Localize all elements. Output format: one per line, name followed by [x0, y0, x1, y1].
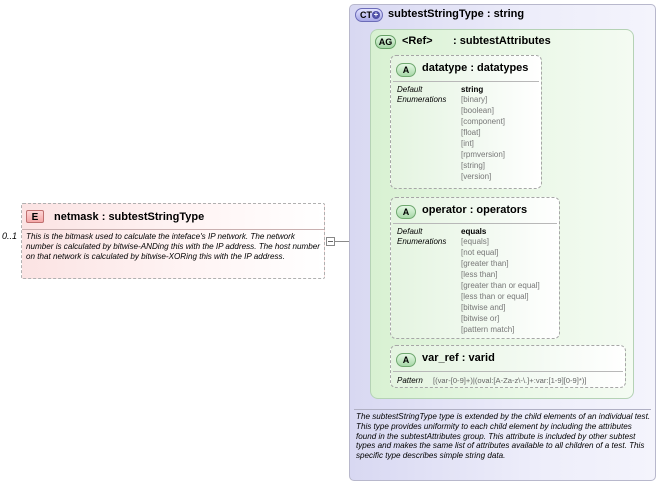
complex-type-badge-text: CT [360, 10, 372, 20]
attribute-type: operators [476, 204, 528, 216]
complex-type-title: subtestStringType : string [388, 8, 524, 20]
attribute-name: datatype [422, 62, 468, 74]
enumerations-label: Enumerations [397, 237, 447, 246]
element-type-separator: : [101, 210, 109, 223]
attribute-name: operator [422, 204, 467, 216]
enumeration-item: [component] [461, 117, 506, 126]
expand-plus-icon: + [372, 10, 380, 19]
attribute-divider [393, 223, 557, 224]
complex-type-box[interactable]: CT + subtestStringType : string AG <Ref>… [349, 4, 656, 481]
pattern-value: [(var-[0-9]+)|(oval:[A-Za-z\-\.]+:var:[1… [433, 376, 587, 385]
attribute-title: operator : operators [422, 204, 527, 216]
attribute-name: var_ref [422, 352, 459, 364]
element-header: E netmask : subtestStringType [26, 209, 204, 224]
attribute-badge-icon: A [396, 205, 416, 219]
enumeration-item: [float] [461, 128, 481, 137]
default-label: Default [397, 227, 423, 236]
complex-type-divider [354, 409, 651, 410]
attribute-badge-icon: A [396, 353, 416, 367]
enumeration-item: [version] [461, 172, 492, 181]
attribute-group-badge-icon: AG [375, 35, 396, 49]
enumeration-item: [string] [461, 161, 486, 170]
enumeration-item: [greater than] [461, 259, 509, 268]
attribute-type-separator: : [469, 204, 477, 216]
enumeration-item: [int] [461, 139, 474, 148]
element-name: netmask [54, 210, 99, 223]
enumeration-item: [bitwise or] [461, 314, 500, 323]
default-value: equals [461, 227, 487, 236]
default-value: string [461, 85, 484, 94]
attribute-divider [393, 371, 623, 372]
enumeration-list: [binary] [boolean] [component] [float] [… [461, 94, 505, 182]
enumeration-item: [less than] [461, 270, 498, 279]
enumeration-item: [equals] [461, 237, 490, 246]
netmask-element-box[interactable]: E netmask : subtestStringType This is th… [21, 203, 325, 279]
enumerations-label: Enumerations [397, 95, 447, 104]
element-type: subtestStringType [108, 210, 205, 223]
default-label: Default [397, 85, 423, 94]
attribute-title: datatype : datatypes [422, 62, 528, 74]
attribute-type: varid [468, 352, 495, 364]
enumeration-list: [equals] [not equal] [greater than] [les… [461, 236, 540, 335]
attribute-title: var_ref : varid [422, 352, 495, 364]
element-documentation: This is the bitmask used to calculate th… [26, 232, 320, 261]
element-title: netmask : subtestStringType [54, 211, 204, 223]
attribute-operator-box[interactable]: A operator : operators Default equals En… [390, 197, 560, 339]
collapse-toggle-icon[interactable] [326, 237, 335, 246]
occurrence-label: 0..1 [2, 231, 18, 241]
complex-type-badge-icon: CT + [355, 8, 383, 22]
attribute-group-name: subtestAttributes [459, 35, 551, 47]
complex-type-base: string [493, 8, 525, 20]
enumeration-item: [greater than or equal] [461, 281, 540, 290]
attribute-type-separator: : [461, 352, 469, 364]
element-badge-icon: E [26, 210, 44, 223]
complex-type-documentation: The subtestStringType type is extended b… [356, 412, 651, 461]
attribute-divider [393, 81, 539, 82]
attribute-group-box[interactable]: AG <Ref> : subtestAttributes A datatype … [370, 29, 634, 399]
attribute-badge-icon: A [396, 63, 416, 77]
enumeration-item: [not equal] [461, 248, 499, 257]
element-divider [22, 229, 324, 230]
attribute-datatype-box[interactable]: A datatype : datatypes Default string En… [390, 55, 542, 189]
pattern-label: Pattern [397, 376, 423, 385]
attribute-group-separator: : [453, 35, 460, 47]
complex-type-name: subtestStringType [388, 8, 484, 20]
complex-type-separator: : [486, 8, 494, 20]
enumeration-item: [less than or equal] [461, 292, 529, 301]
connector-element-to-type [335, 241, 349, 242]
enumeration-item: [boolean] [461, 106, 494, 115]
attribute-group-title: : subtestAttributes [453, 35, 551, 47]
attribute-type-separator: : [470, 62, 478, 74]
attribute-type: datatypes [477, 62, 529, 74]
enumeration-item: [binary] [461, 95, 488, 104]
enumeration-item: [bitwise and] [461, 303, 506, 312]
enumeration-item: [pattern match] [461, 325, 515, 334]
attribute-var-ref-box[interactable]: A var_ref : varid Pattern [(var-[0-9]+)|… [390, 345, 626, 388]
attribute-group-ref: <Ref> [402, 35, 433, 47]
enumeration-item: [rpmversion] [461, 150, 506, 159]
